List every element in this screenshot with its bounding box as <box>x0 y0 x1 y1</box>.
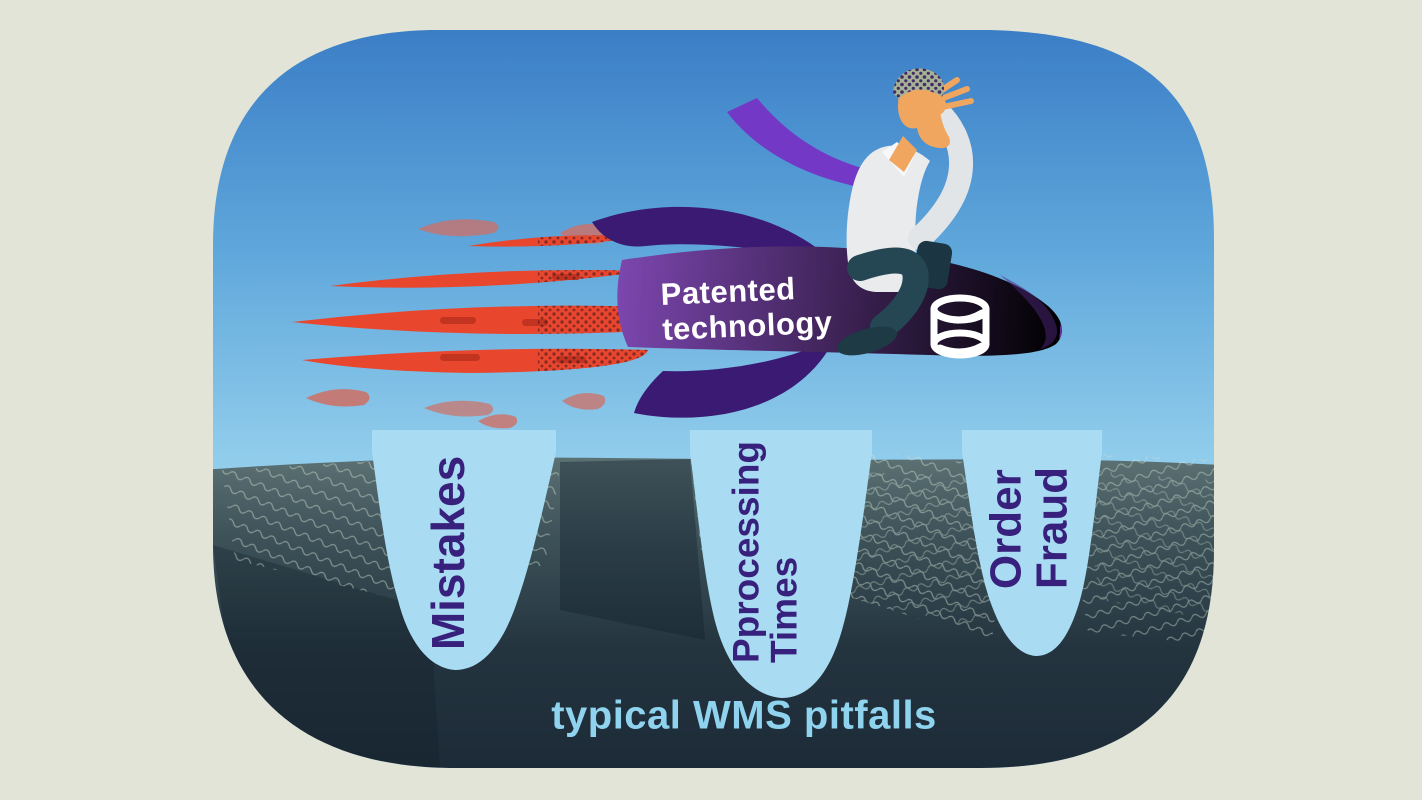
ground-shadow-left <box>560 459 705 640</box>
rocket-nose-shade <box>1000 275 1058 349</box>
pit-label-mistakes-line1: Mistakes <box>422 455 475 651</box>
pit-label-order-line1: Order <box>981 469 1031 590</box>
database-icon <box>930 294 990 359</box>
pit-processing-times <box>690 430 872 698</box>
pit-label-processing-line2: Times <box>764 556 805 664</box>
rocket-rider <box>727 68 974 356</box>
rocket-label-line2: technology <box>661 304 834 347</box>
rider-arm <box>908 100 974 250</box>
pit-order-fraud <box>962 430 1102 656</box>
pit-label-order-line2: Fraud <box>1027 466 1076 590</box>
rider-front-leg <box>847 247 929 340</box>
pit-label-processing-line1: Pprocessing <box>725 440 767 664</box>
rider-hand-shielding-eyes <box>924 77 974 116</box>
pitfall-pits <box>372 430 1102 698</box>
rocket-label: Patented technology <box>660 271 833 348</box>
pit-label-processing-times: Pprocessing Times <box>725 440 805 664</box>
rider-neck <box>889 136 917 172</box>
pit-label-order-fraud: Order Fraud <box>981 466 1076 590</box>
caption-text: typical WMS pitfalls <box>551 693 937 738</box>
pit-label-mistakes: Mistakes <box>422 455 475 651</box>
rocket-fin-bottom <box>634 336 836 418</box>
pit-mistakes <box>372 430 556 670</box>
rider-hair <box>893 68 945 99</box>
rider-shoe <box>837 326 897 356</box>
rocket-body <box>617 246 1063 356</box>
